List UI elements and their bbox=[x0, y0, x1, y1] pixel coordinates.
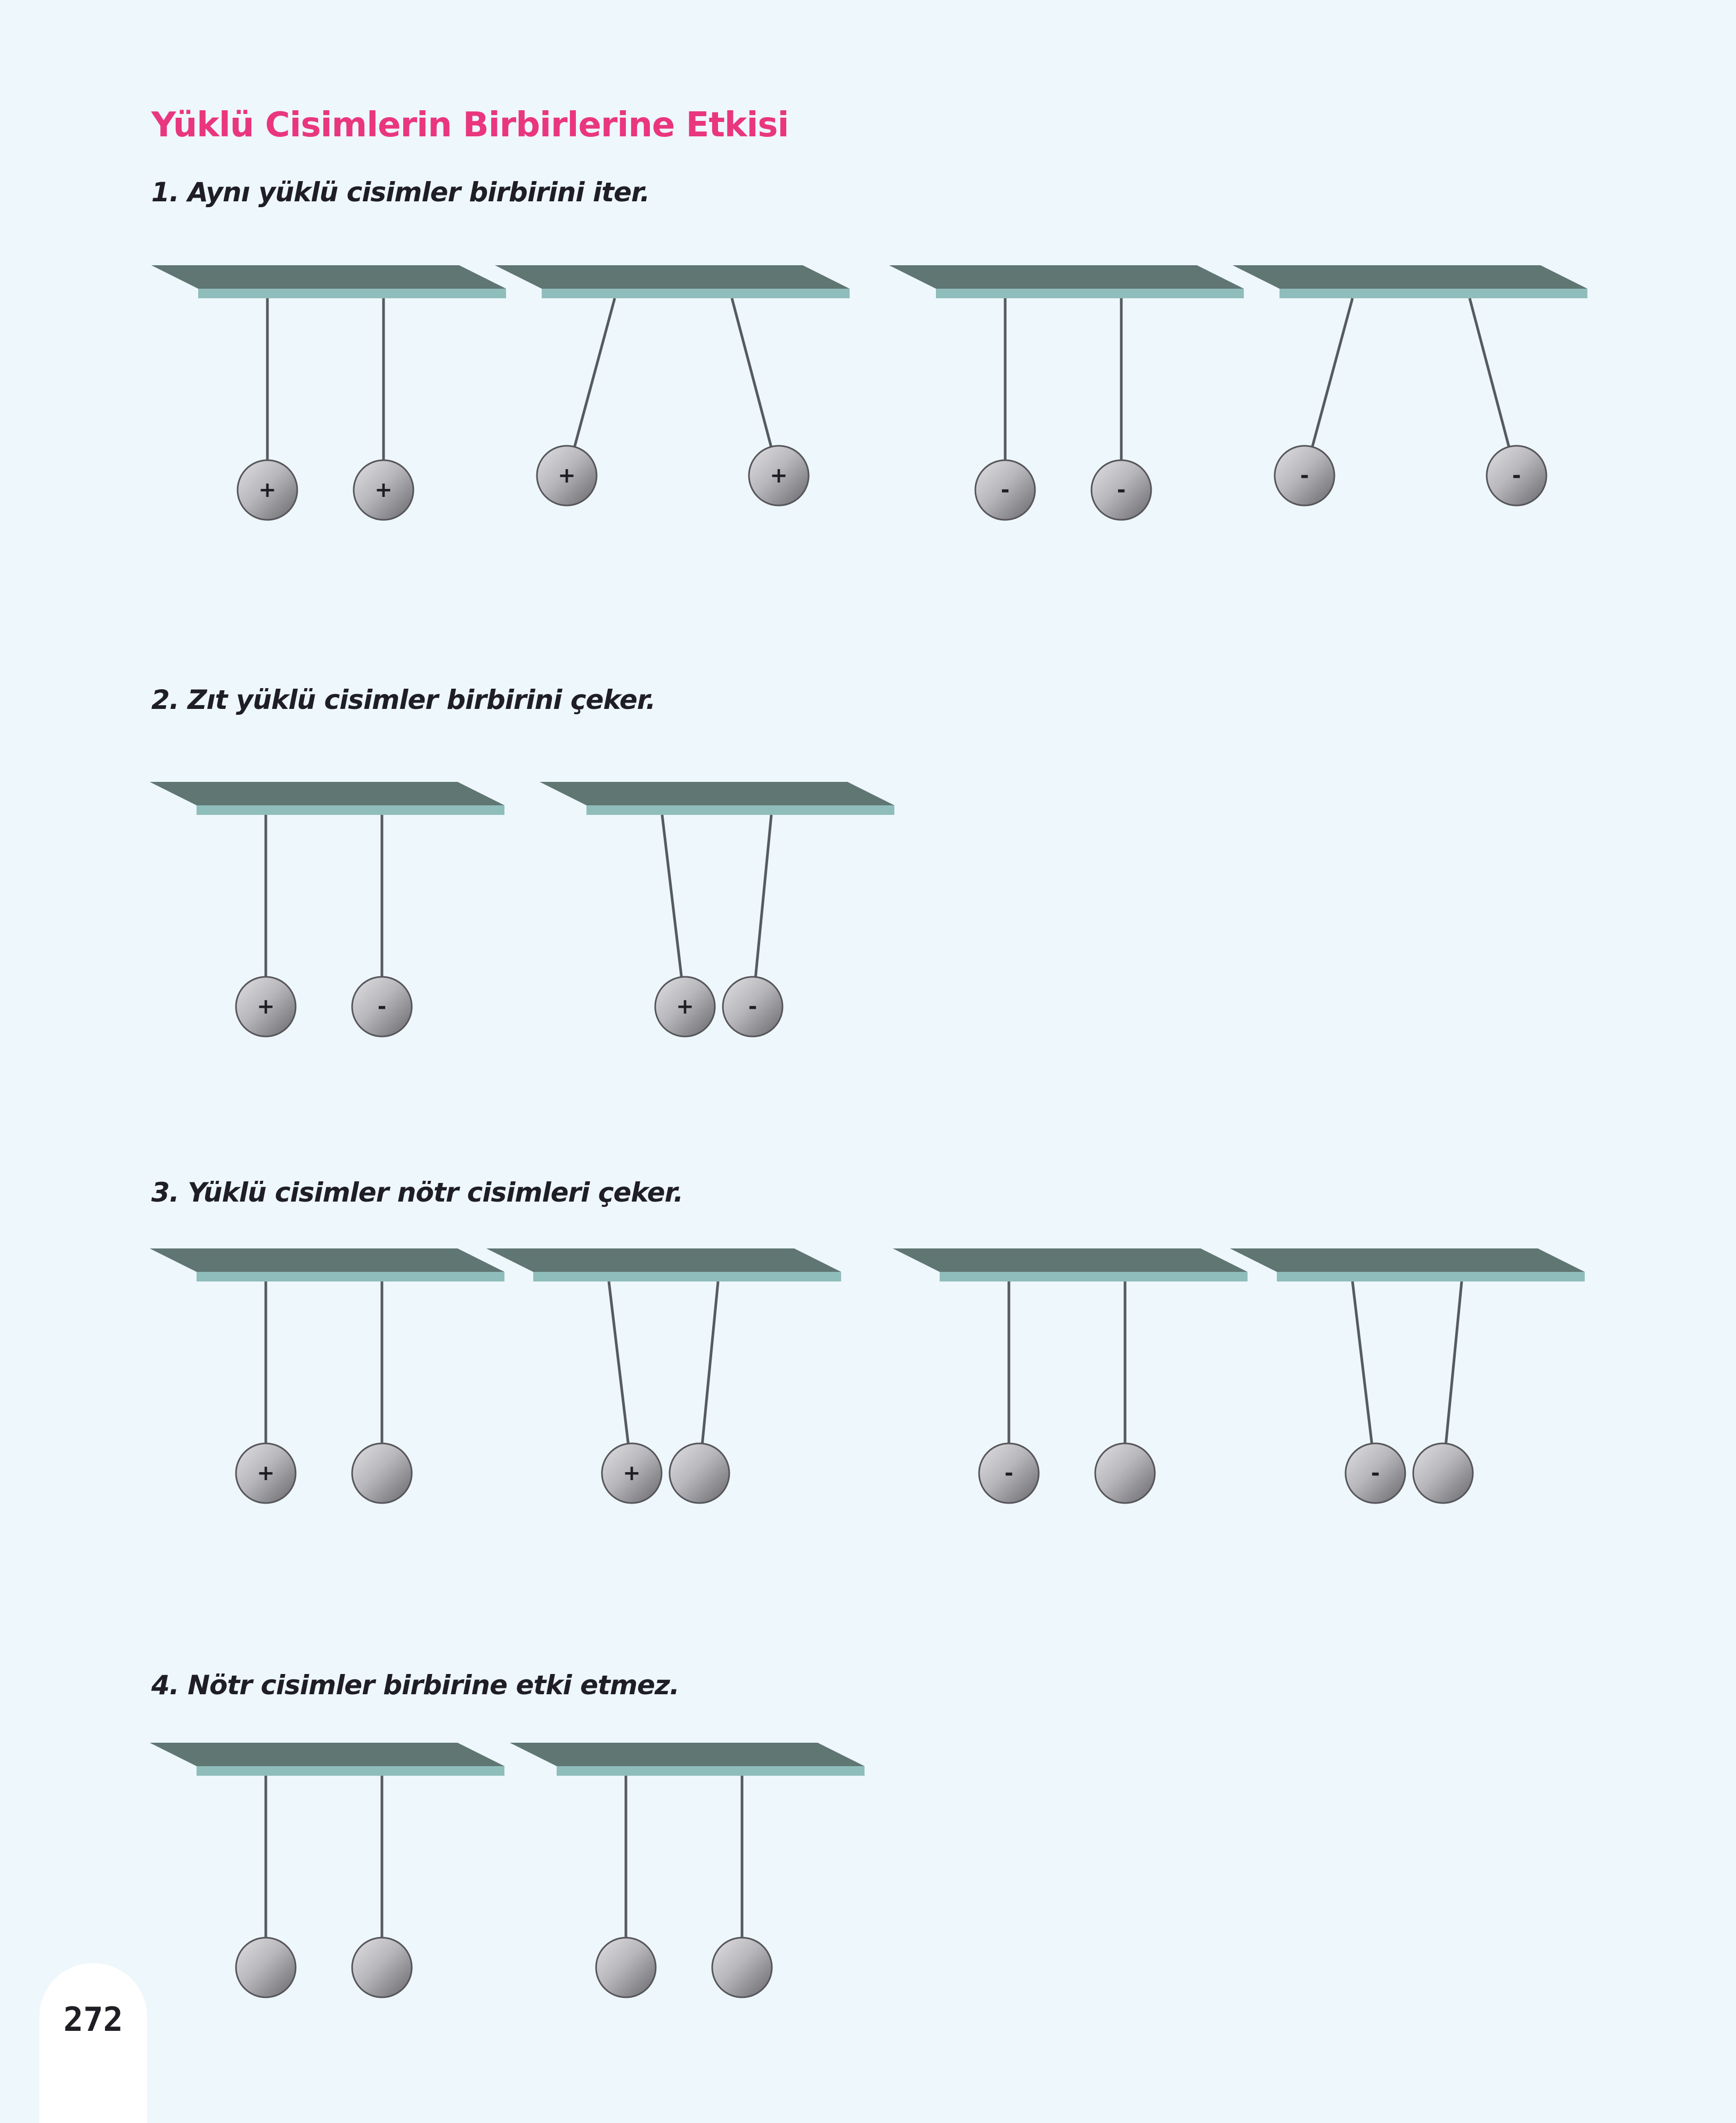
pendulum-ball bbox=[1486, 445, 1547, 507]
pendulum-ball bbox=[974, 459, 1036, 521]
section-1-heading: 1. Aynı yüklü cisimler birbirini iter. bbox=[151, 177, 650, 208]
support-bar bbox=[150, 1743, 504, 1766]
pendulum-ball bbox=[235, 1937, 297, 1998]
pendulum-string bbox=[698, 1281, 720, 1474]
pendulum-ball bbox=[235, 1442, 297, 1504]
pendulum-ball bbox=[536, 445, 598, 507]
support-bar-edge bbox=[1279, 289, 1587, 298]
pendulum-ball bbox=[601, 1442, 663, 1504]
support-bar-edge bbox=[197, 805, 504, 815]
pendulum-ball bbox=[654, 976, 716, 1038]
pendulum-ball bbox=[351, 976, 413, 1038]
pendulum-set: -- bbox=[1233, 265, 1587, 507]
section-3-heading: 3. Yüklü cisimler nötr cisimleri çeker. bbox=[151, 1177, 683, 1208]
negative-charge-label: - bbox=[378, 994, 387, 1019]
pendulum-set: +- bbox=[540, 782, 894, 1038]
page-title: Yüklü Cisimlerin Birbirlerine Etkisi bbox=[151, 105, 789, 145]
pendulum-ball bbox=[353, 459, 414, 521]
support-bar bbox=[540, 782, 894, 805]
section-4-heading: 4. Nötr cisimler birbirine etki etmez. bbox=[151, 1670, 680, 1701]
pendulum-ball bbox=[978, 1442, 1040, 1504]
support-bar-edge bbox=[1277, 1272, 1585, 1281]
section-2-heading: 2. Zıt yüklü cisimler birbirini çeker. bbox=[151, 684, 656, 715]
support-bar-edge bbox=[197, 1766, 504, 1776]
negative-charge-label: - bbox=[1117, 478, 1126, 502]
pendulum-set: - bbox=[1230, 1248, 1585, 1504]
support-bar bbox=[893, 1248, 1248, 1272]
pendulum-set: - bbox=[893, 1248, 1248, 1504]
pendulum-ball bbox=[595, 1937, 657, 1998]
support-bar-edge bbox=[542, 289, 850, 298]
pendulum-ball bbox=[1274, 445, 1335, 507]
support-bar bbox=[1233, 265, 1587, 289]
pendulum-set: +- bbox=[150, 782, 504, 1038]
pendulum-string bbox=[661, 814, 687, 1007]
pendulum-string bbox=[751, 814, 773, 1007]
support-bar-edge bbox=[197, 1272, 504, 1281]
positive-charge-label: + bbox=[374, 478, 393, 502]
pendulum-string bbox=[1441, 1281, 1463, 1474]
negative-charge-label: - bbox=[1300, 463, 1309, 488]
support-bar-edge bbox=[936, 289, 1244, 298]
support-bar-edge bbox=[533, 1272, 841, 1281]
pendulum-ball bbox=[1094, 1442, 1156, 1504]
support-bar bbox=[150, 1248, 504, 1272]
support-bar bbox=[510, 1743, 865, 1766]
positive-charge-label: + bbox=[770, 463, 788, 488]
support-bar bbox=[889, 265, 1244, 289]
pendulum-ball bbox=[1344, 1442, 1406, 1504]
negative-charge-label: - bbox=[1005, 1461, 1014, 1485]
positive-charge-label: + bbox=[258, 478, 276, 502]
positive-charge-label: + bbox=[257, 994, 275, 1019]
support-bar-edge bbox=[940, 1272, 1248, 1281]
pendulum-set: + bbox=[150, 1248, 504, 1504]
positive-charge-label: + bbox=[623, 1461, 641, 1485]
positive-charge-label: + bbox=[676, 994, 694, 1019]
negative-charge-label: - bbox=[748, 994, 757, 1019]
pendulum-ball bbox=[711, 1937, 773, 1998]
pendulum-set: ++ bbox=[495, 265, 850, 507]
pendulum-ball bbox=[1090, 459, 1152, 521]
pendulum-ball bbox=[351, 1442, 413, 1504]
pendulum-string bbox=[1351, 1281, 1377, 1474]
pendulum-ball bbox=[722, 976, 784, 1038]
pendulum-set bbox=[150, 1743, 504, 1998]
page-number: 272 bbox=[63, 2000, 123, 2039]
pendulum-ball bbox=[669, 1442, 730, 1504]
negative-charge-label: - bbox=[1512, 463, 1521, 488]
pendulum-set: ++ bbox=[151, 265, 506, 521]
negative-charge-label: - bbox=[1371, 1461, 1380, 1485]
support-bar-edge bbox=[586, 805, 894, 815]
positive-charge-label: + bbox=[558, 463, 576, 488]
positive-charge-label: + bbox=[257, 1461, 275, 1485]
support-bar bbox=[150, 782, 504, 805]
support-bar-edge bbox=[198, 289, 506, 298]
pendulum-ball bbox=[1412, 1442, 1474, 1504]
pendulum-ball bbox=[351, 1937, 413, 1998]
support-bar bbox=[486, 1248, 841, 1272]
support-bar bbox=[151, 265, 506, 289]
pendulum-ball bbox=[748, 445, 810, 507]
pendulum-ball bbox=[235, 976, 297, 1038]
pendulum-set: + bbox=[486, 1248, 841, 1504]
support-bar bbox=[495, 265, 850, 289]
negative-charge-label: - bbox=[1001, 478, 1010, 502]
pendulum-string bbox=[607, 1281, 633, 1474]
pendulum-ball bbox=[237, 459, 298, 521]
support-bar-edge bbox=[557, 1766, 865, 1776]
pendulum-set bbox=[510, 1743, 865, 1998]
pendulum-set: -- bbox=[889, 265, 1244, 521]
support-bar bbox=[1230, 1248, 1585, 1272]
page-number-tab bbox=[39, 1963, 147, 2123]
